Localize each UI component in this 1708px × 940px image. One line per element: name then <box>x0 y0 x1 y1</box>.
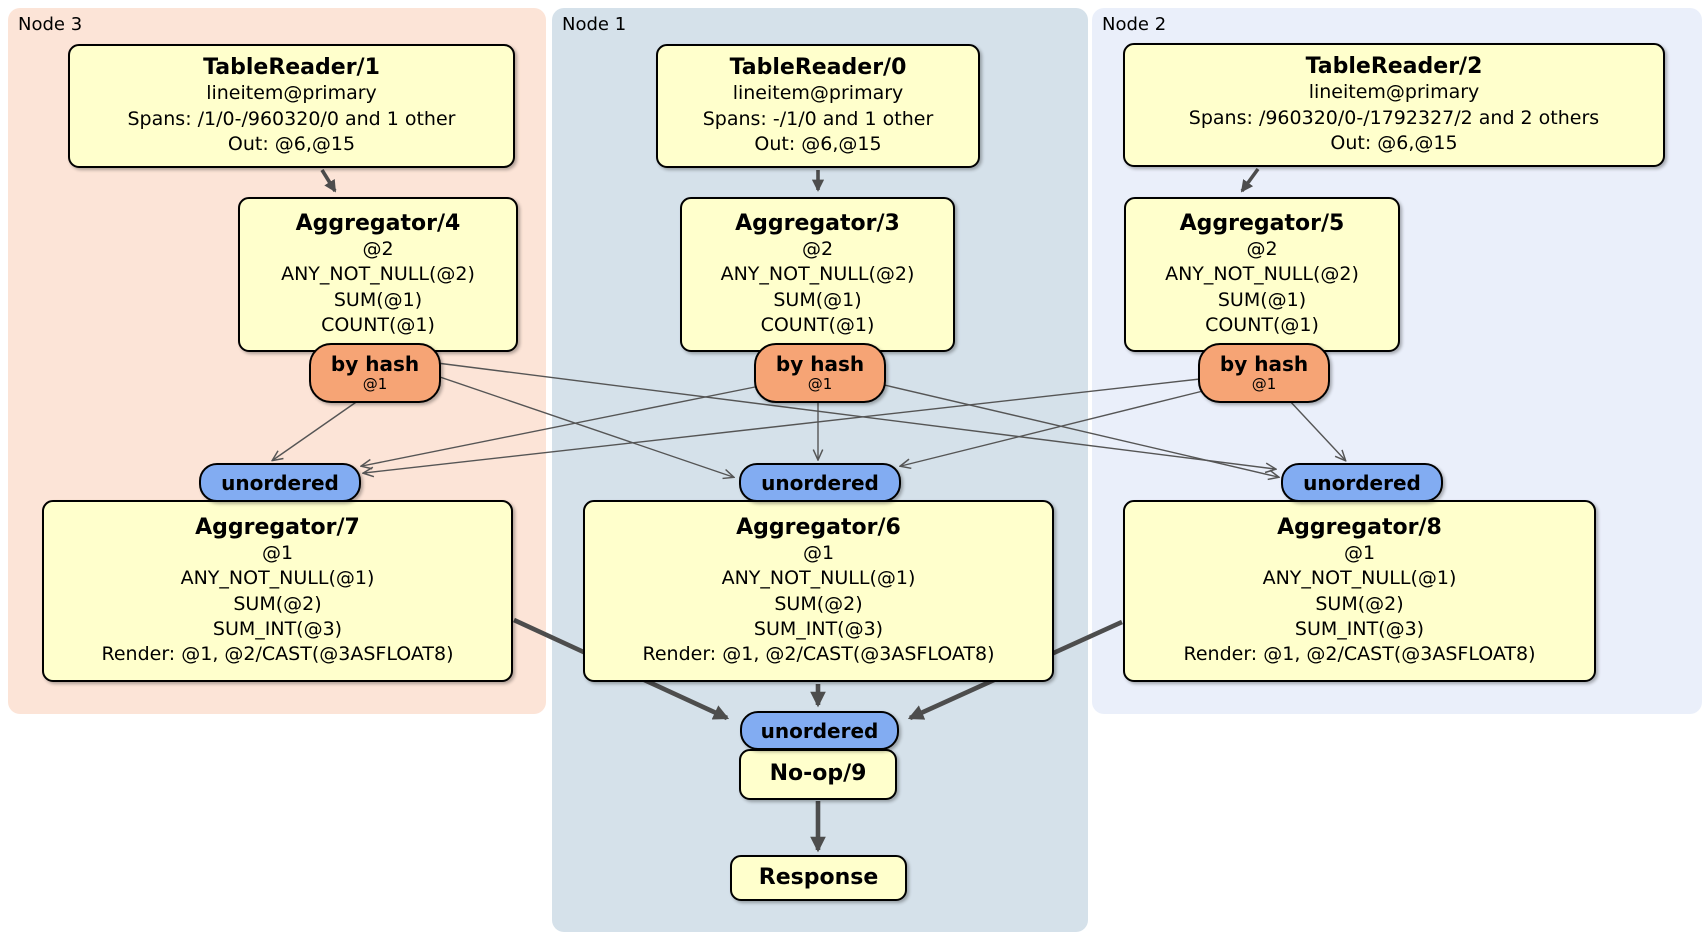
aggregator-5-title: Aggregator/5 <box>1179 210 1345 236</box>
tablereader-1-spans: Spans: /1/0-/960320/0 and 1 other <box>127 107 456 130</box>
by-hash-router-node3-label: by hash <box>330 352 420 376</box>
response-title: Response <box>758 864 879 890</box>
tablereader-0-out: Out: @6,@15 <box>754 132 882 155</box>
aggregator-4-title: Aggregator/4 <box>295 210 461 236</box>
unordered-sync-node3: unordered <box>199 463 361 502</box>
node1-label: Node 1 <box>562 14 627 35</box>
aggregator-4-group-col: @2 <box>362 238 394 261</box>
tablereader-0-title: TableReader/0 <box>729 54 907 80</box>
aggregator-5-group-col: @2 <box>1246 238 1278 261</box>
aggregator-4-fn2: SUM(@1) <box>333 288 423 311</box>
by-hash-router-node3-columns: @1 <box>362 375 388 393</box>
aggregator-3-group-col: @2 <box>801 238 834 261</box>
aggregator-6-render: Render: @1, @2/CAST(@3ASFLOAT8) <box>642 643 995 666</box>
by-hash-router-node1: by hash @1 <box>754 343 886 403</box>
aggregator-8-render: Render: @1, @2/CAST(@3ASFLOAT8) <box>1183 643 1536 666</box>
unordered-sync-node1: unordered <box>739 463 901 502</box>
aggregator-3-fn1: ANY_NOT_NULL(@2) <box>720 263 915 286</box>
aggregator-8-fn3: SUM_INT(@3) <box>1294 617 1425 640</box>
aggregator-3-title: Aggregator/3 <box>735 210 900 236</box>
aggregator-8-title: Aggregator/8 <box>1277 514 1442 540</box>
aggregator-5-fn3: COUNT(@1) <box>1205 313 1319 336</box>
by-hash-router-node1-columns: @1 <box>807 375 833 393</box>
aggregator-4-box: Aggregator/4 @2 ANY_NOT_NULL(@2) SUM(@1)… <box>238 197 518 352</box>
aggregator-7-box: Aggregator/7 @1 ANY_NOT_NULL(@1) SUM(@2)… <box>42 500 513 682</box>
aggregator-7-group-col: @1 <box>261 542 294 565</box>
tablereader-2-title: TableReader/2 <box>1305 53 1483 79</box>
aggregator-3-fn2: SUM(@1) <box>773 288 862 311</box>
aggregator-3-fn3: COUNT(@1) <box>760 313 875 336</box>
tablereader-2-box: TableReader/2 lineitem@primary Spans: /9… <box>1123 43 1665 167</box>
unordered-sync-node2-label: unordered <box>1303 470 1421 495</box>
response-box: Response <box>730 855 907 901</box>
aggregator-4-fn1: ANY_NOT_NULL(@2) <box>281 263 475 286</box>
aggregator-7-title: Aggregator/7 <box>195 514 360 540</box>
tablereader-2-index: lineitem@primary <box>1308 81 1480 104</box>
aggregator-6-box: Aggregator/6 @1 ANY_NOT_NULL(@1) SUM(@2)… <box>583 500 1054 682</box>
aggregator-6-group-col: @1 <box>802 542 835 565</box>
unordered-sync-final: unordered <box>740 711 899 750</box>
aggregator-6-fn3: SUM_INT(@3) <box>753 617 884 640</box>
unordered-sync-node1-label: unordered <box>761 470 879 495</box>
node2-label: Node 2 <box>1102 14 1167 35</box>
aggregator-6-fn1: ANY_NOT_NULL(@1) <box>721 567 916 590</box>
unordered-sync-final-label: unordered <box>760 718 879 743</box>
aggregator-7-fn1: ANY_NOT_NULL(@1) <box>180 567 375 590</box>
aggregator-8-box: Aggregator/8 @1 ANY_NOT_NULL(@1) SUM(@2)… <box>1123 500 1596 682</box>
tablereader-1-box: TableReader/1 lineitem@primary Spans: /1… <box>68 44 515 168</box>
aggregator-3-box: Aggregator/3 @2 ANY_NOT_NULL(@2) SUM(@1)… <box>680 197 955 352</box>
aggregator-5-fn2: SUM(@1) <box>1217 288 1307 311</box>
noop-9-box: No-op/9 <box>739 749 897 800</box>
by-hash-router-node2: by hash @1 <box>1198 343 1330 403</box>
unordered-sync-node3-label: unordered <box>221 470 339 495</box>
tablereader-0-spans: Spans: -/1/0 and 1 other <box>702 107 934 130</box>
aggregator-8-fn2: SUM(@2) <box>1315 592 1404 615</box>
aggregator-5-fn1: ANY_NOT_NULL(@2) <box>1165 263 1359 286</box>
by-hash-router-node3: by hash @1 <box>309 343 441 403</box>
tablereader-1-out: Out: @6,@15 <box>227 132 356 155</box>
aggregator-7-render: Render: @1, @2/CAST(@3ASFLOAT8) <box>101 643 454 666</box>
aggregator-6-fn2: SUM(@2) <box>774 592 863 615</box>
tablereader-1-title: TableReader/1 <box>203 54 380 80</box>
by-hash-router-node2-columns: @1 <box>1251 375 1277 393</box>
aggregator-7-fn2: SUM(@2) <box>233 592 322 615</box>
by-hash-router-node1-label: by hash <box>775 352 865 376</box>
noop-9-title: No-op/9 <box>769 761 867 787</box>
aggregator-7-fn3: SUM_INT(@3) <box>212 617 343 640</box>
tablereader-0-box: TableReader/0 lineitem@primary Spans: -/… <box>656 44 980 168</box>
aggregator-8-fn1: ANY_NOT_NULL(@1) <box>1262 567 1457 590</box>
tablereader-1-index: lineitem@primary <box>206 82 377 105</box>
aggregator-5-box: Aggregator/5 @2 ANY_NOT_NULL(@2) SUM(@1)… <box>1124 197 1400 352</box>
tablereader-2-spans: Spans: /960320/0-/1792327/2 and 2 others <box>1188 106 1600 129</box>
aggregator-8-group-col: @1 <box>1343 542 1376 565</box>
aggregator-6-title: Aggregator/6 <box>736 514 901 540</box>
by-hash-router-node2-label: by hash <box>1219 352 1309 376</box>
tablereader-2-out: Out: @6,@15 <box>1330 131 1458 154</box>
node3-label: Node 3 <box>18 14 83 35</box>
unordered-sync-node2: unordered <box>1281 463 1443 502</box>
tablereader-0-index: lineitem@primary <box>732 82 904 105</box>
aggregator-4-fn3: COUNT(@1) <box>321 313 435 336</box>
